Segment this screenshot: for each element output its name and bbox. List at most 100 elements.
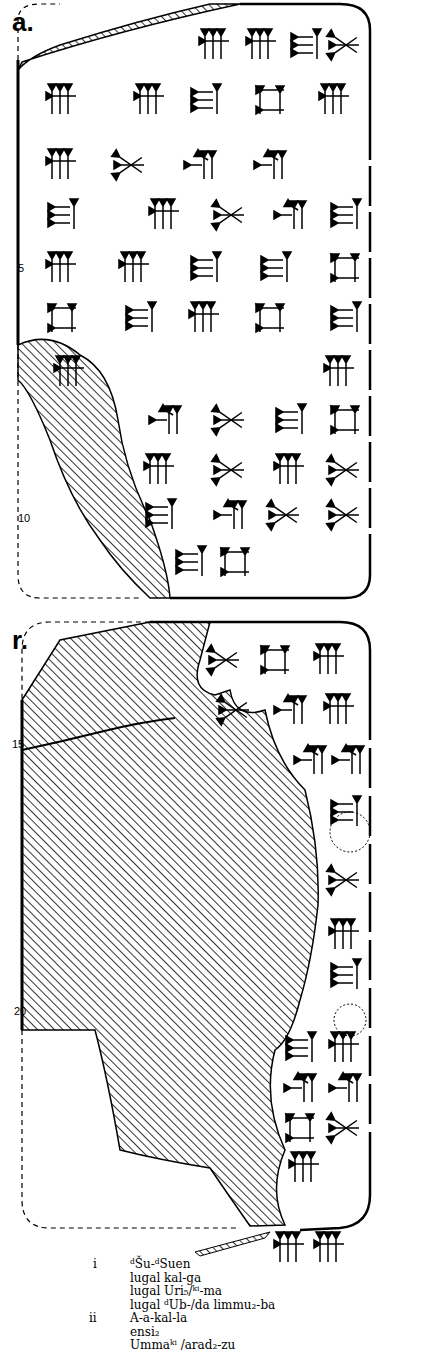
damaged-area — [18, 4, 240, 70]
wedge — [54, 364, 84, 372]
wedge — [331, 963, 353, 971]
wedge — [189, 310, 219, 318]
wedge — [274, 462, 304, 470]
wedge — [329, 466, 359, 474]
wedge — [126, 306, 148, 314]
wedge — [46, 260, 76, 268]
wedge — [327, 1113, 359, 1139]
wedge — [284, 1084, 302, 1092]
wedge — [256, 304, 264, 332]
wedge — [331, 322, 353, 330]
wedge — [274, 706, 292, 714]
line-number: 10 — [18, 512, 30, 524]
wedge — [294, 756, 312, 764]
wedge — [56, 149, 64, 179]
line-number: 15 — [12, 738, 24, 750]
wedge — [291, 33, 313, 41]
wedge — [298, 404, 306, 434]
wedge — [353, 302, 361, 332]
wedge — [137, 252, 145, 282]
wedge — [331, 306, 353, 314]
wedge — [214, 416, 244, 424]
transliteration-line: ᵈŠu-ᵈSuen — [130, 1258, 190, 1271]
wedge — [289, 1160, 319, 1168]
wedge — [292, 454, 300, 484]
wedge — [327, 1117, 359, 1143]
wedge — [318, 746, 326, 774]
restored-sign-circle — [330, 812, 370, 852]
wedge — [48, 203, 70, 211]
wedge — [278, 151, 286, 179]
wedge — [332, 756, 350, 764]
wedge — [241, 548, 249, 576]
wedge — [329, 41, 359, 49]
wedge — [334, 694, 342, 724]
wedge — [264, 29, 272, 59]
wedge — [331, 808, 353, 816]
wedge — [353, 796, 361, 826]
wedge — [48, 211, 70, 219]
wedge — [72, 356, 80, 386]
wedge — [214, 466, 244, 474]
wedge — [269, 511, 299, 519]
wedge — [284, 695, 300, 709]
wedge — [191, 104, 213, 112]
wedge — [176, 558, 198, 566]
cuneiform-signs — [46, 29, 364, 1262]
wedge — [327, 500, 359, 526]
wedge — [284, 200, 300, 214]
wedge — [329, 1124, 359, 1132]
wedge — [342, 694, 350, 724]
wedge — [314, 652, 344, 660]
face-label: r. — [12, 626, 28, 655]
wedge — [191, 256, 213, 264]
wedge — [56, 252, 64, 282]
wedge — [286, 1114, 294, 1142]
wedge — [308, 1074, 316, 1102]
wedge — [213, 252, 221, 282]
wedge — [214, 211, 244, 219]
wedge — [306, 1114, 314, 1142]
wedge — [291, 49, 313, 57]
wedge — [256, 86, 264, 114]
wedge — [212, 409, 244, 435]
wedge — [331, 406, 339, 434]
transliteration-line: lugal kal-ga — [130, 1272, 201, 1285]
wedge — [199, 37, 229, 45]
wedge — [339, 1073, 355, 1087]
wedge — [48, 219, 70, 227]
wedge — [254, 161, 272, 169]
wedge — [261, 272, 283, 280]
wedge — [114, 161, 144, 169]
wedge — [214, 511, 232, 519]
wedge — [329, 927, 359, 935]
wedge — [134, 92, 164, 100]
wedge — [217, 699, 249, 725]
wedge — [48, 304, 56, 332]
wedge — [319, 92, 349, 100]
wedge — [207, 302, 215, 332]
column-number: ii — [89, 1312, 97, 1325]
wedge — [351, 254, 359, 282]
wedge — [353, 1074, 361, 1102]
wedge — [207, 649, 239, 675]
wedge — [267, 500, 299, 526]
wedge — [329, 84, 337, 114]
wedge — [213, 84, 221, 114]
wedge — [347, 919, 355, 949]
wedge — [126, 322, 148, 330]
wedge — [342, 356, 350, 386]
wedge — [168, 499, 176, 529]
wedge — [329, 876, 359, 884]
line-number: 20 — [14, 1005, 26, 1017]
wedge — [327, 869, 359, 895]
wedge — [276, 424, 298, 432]
wedge — [324, 1232, 332, 1262]
face-label: a. — [12, 8, 34, 37]
column-number: i — [93, 1258, 97, 1271]
wedge — [217, 29, 225, 59]
obverse-outline — [18, 4, 370, 598]
wedge — [144, 462, 174, 470]
wedge — [212, 455, 244, 481]
